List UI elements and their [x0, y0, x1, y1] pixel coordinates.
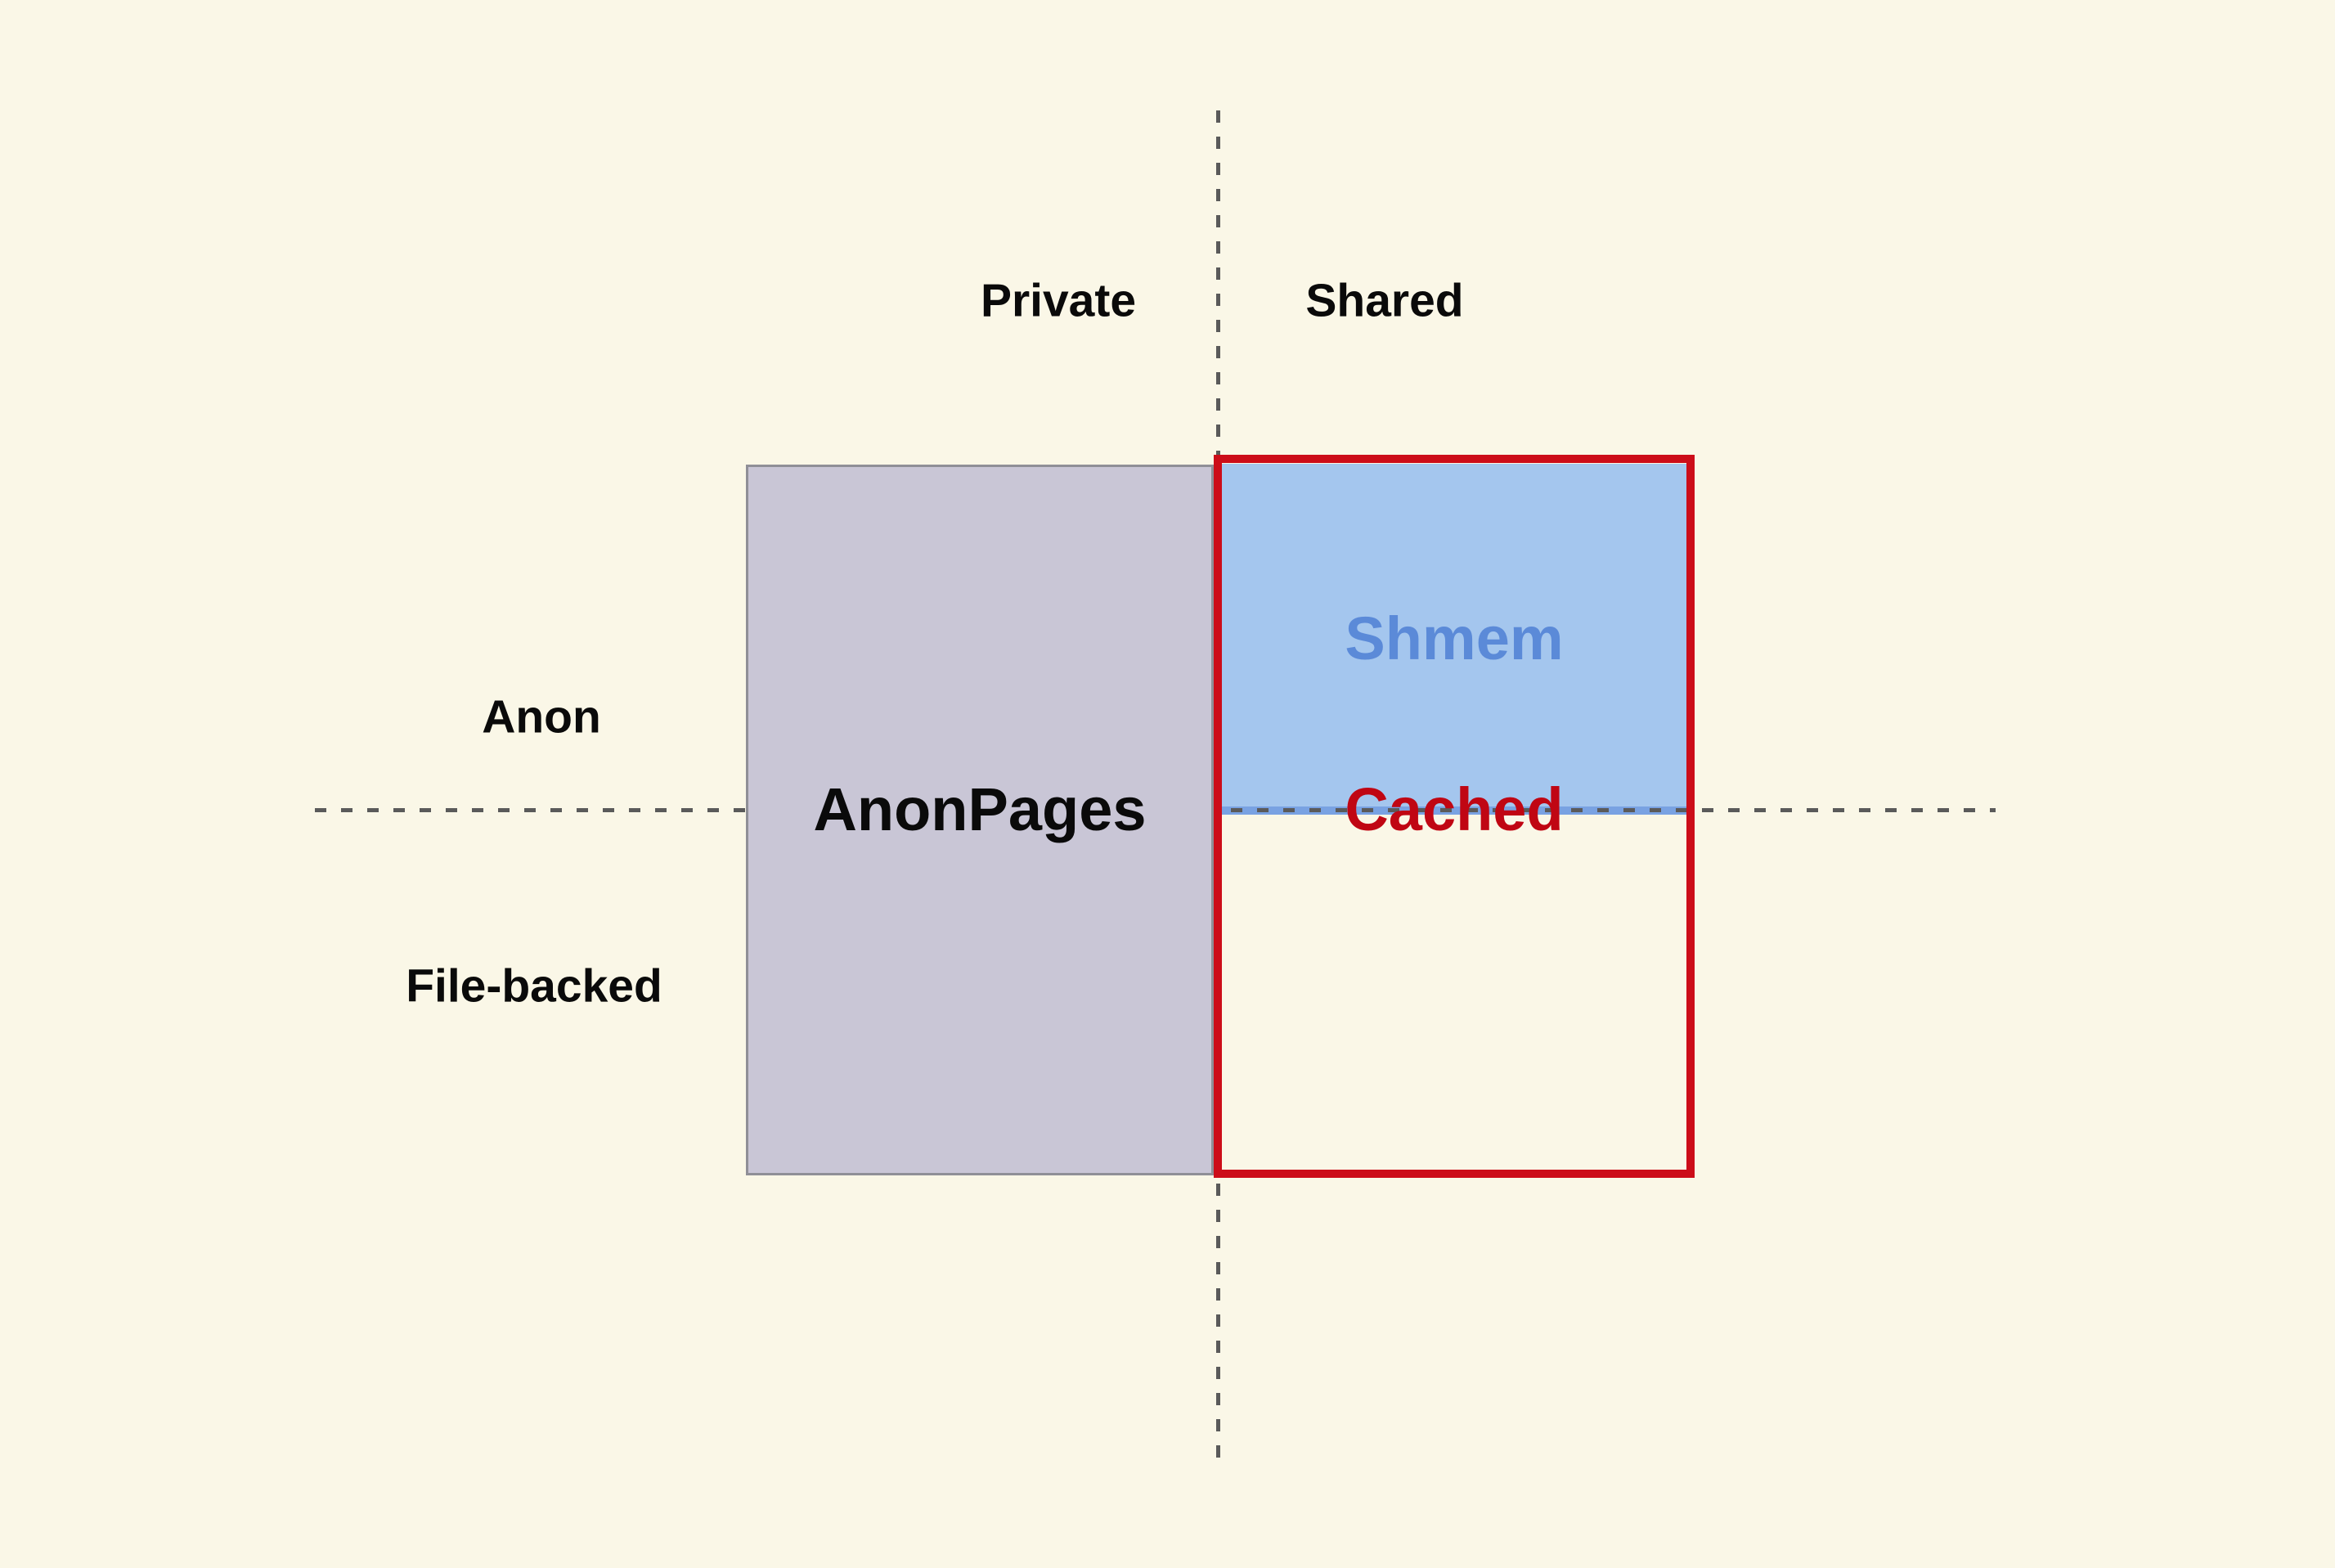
shmem-region — [1222, 464, 1686, 815]
cached-region — [1214, 455, 1695, 1178]
anonpages-region — [746, 465, 1214, 1175]
column-label-shared: Shared — [1305, 274, 1464, 327]
row-label-file-backed: File-backed — [406, 959, 662, 1013]
cached-label: Cached — [1345, 775, 1564, 843]
shmem-label: Shmem — [1345, 604, 1564, 672]
anonpages-label: AnonPages — [813, 775, 1147, 843]
row-label-anon: Anon — [482, 690, 601, 744]
column-label-private: Private — [980, 274, 1137, 327]
